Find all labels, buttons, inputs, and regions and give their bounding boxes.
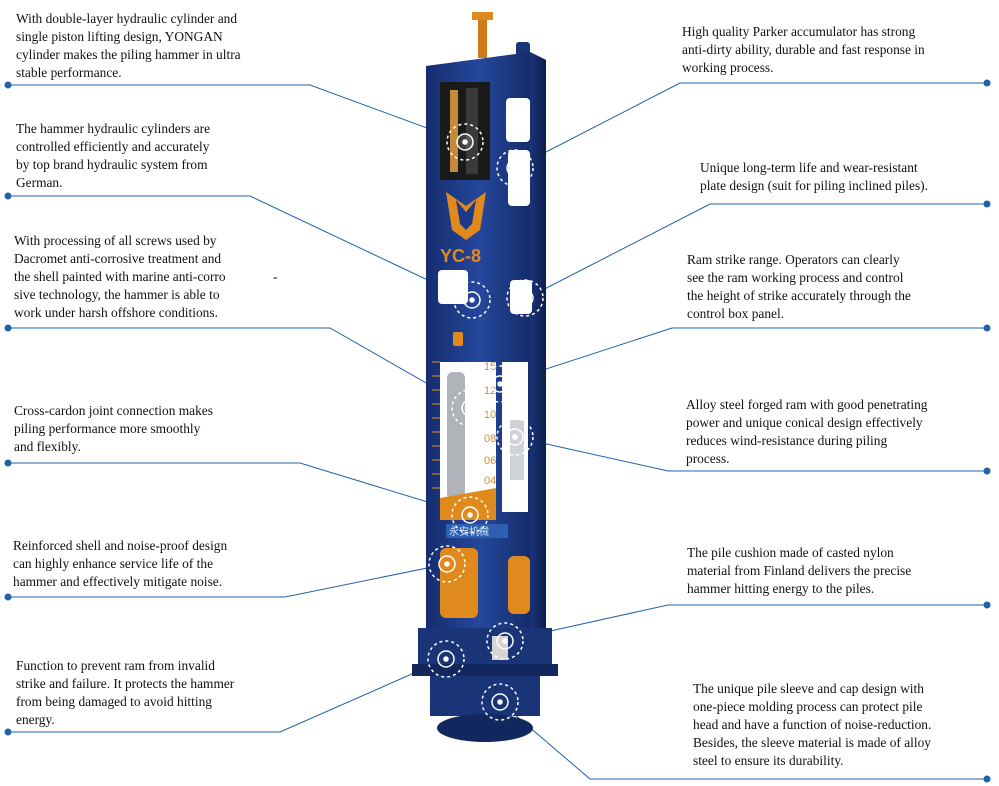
annotation-right-6: The unique pile sleeve and cap design wi… xyxy=(693,681,932,768)
leader-line xyxy=(499,327,987,385)
callout-marker xyxy=(486,622,524,660)
lifting-pin xyxy=(478,18,487,58)
brand-plate: 永安机械 xyxy=(449,525,489,538)
upper-window xyxy=(440,82,490,180)
callout-marker xyxy=(451,389,489,427)
callout-marker xyxy=(453,281,491,319)
annotation-left-5: Reinforced shell and noise-proof design … xyxy=(13,538,228,589)
callout-marker xyxy=(496,149,534,187)
annotation-right-4: Alloy steel forged ram with good penetra… xyxy=(686,397,928,466)
callout-marker xyxy=(481,365,519,403)
annotation-left-4: Cross-cardon joint connection makes pili… xyxy=(14,403,213,454)
leader-line xyxy=(514,436,987,472)
svg-text:04: 04 xyxy=(484,475,496,487)
callout-marker xyxy=(428,545,466,583)
callout-marker xyxy=(446,123,484,161)
svg-text:02: 02 xyxy=(484,495,496,507)
annotation-right-2: Unique long-term life and wear-resistant… xyxy=(700,160,928,193)
callout-marker xyxy=(481,683,519,721)
annotation-left-2: The hammer hydraulic cylinders are contr… xyxy=(16,121,211,190)
svg-text:06: 06 xyxy=(484,455,496,467)
callout-marker xyxy=(506,279,544,317)
svg-text:08: 08 xyxy=(484,433,496,445)
callout-marker xyxy=(427,640,465,678)
annotation-left-6: Function to prevent ram from invalid str… xyxy=(16,658,235,727)
brand-logo-icon xyxy=(446,192,486,240)
model-label: YC-8 xyxy=(440,246,481,266)
callout-marker xyxy=(496,418,534,456)
annotation-left-3: With processing of all screws used by Da… xyxy=(14,233,226,320)
leader-line xyxy=(8,658,447,733)
annotation-right-3: Ram strike range. Operators can clearly … xyxy=(687,252,911,321)
pile-cushion xyxy=(418,628,552,668)
leader-line xyxy=(8,563,448,598)
annotation-right-5: The pile cushion made of casted nylon ma… xyxy=(687,545,912,596)
leader-line xyxy=(514,82,987,169)
lower-panel xyxy=(440,548,478,618)
pile-sleeve xyxy=(437,714,533,742)
strike-scale: 15 12 10 08 06 04 02 xyxy=(484,361,496,507)
callout-marker xyxy=(451,496,489,534)
leader-line xyxy=(8,327,471,409)
annotation-left-1: With double-layer hydraulic cylinder and… xyxy=(16,11,241,80)
svg-text:15: 15 xyxy=(484,361,496,373)
leader-line xyxy=(8,195,471,301)
svg-text:10: 10 xyxy=(484,409,496,421)
leader-line xyxy=(8,462,471,516)
leader-line xyxy=(526,203,987,299)
stray-mark: - xyxy=(273,269,278,284)
leader-line xyxy=(8,84,466,143)
leader-line xyxy=(504,604,987,642)
annotation-right-1: High quality Parker accumulator has stro… xyxy=(682,24,925,75)
